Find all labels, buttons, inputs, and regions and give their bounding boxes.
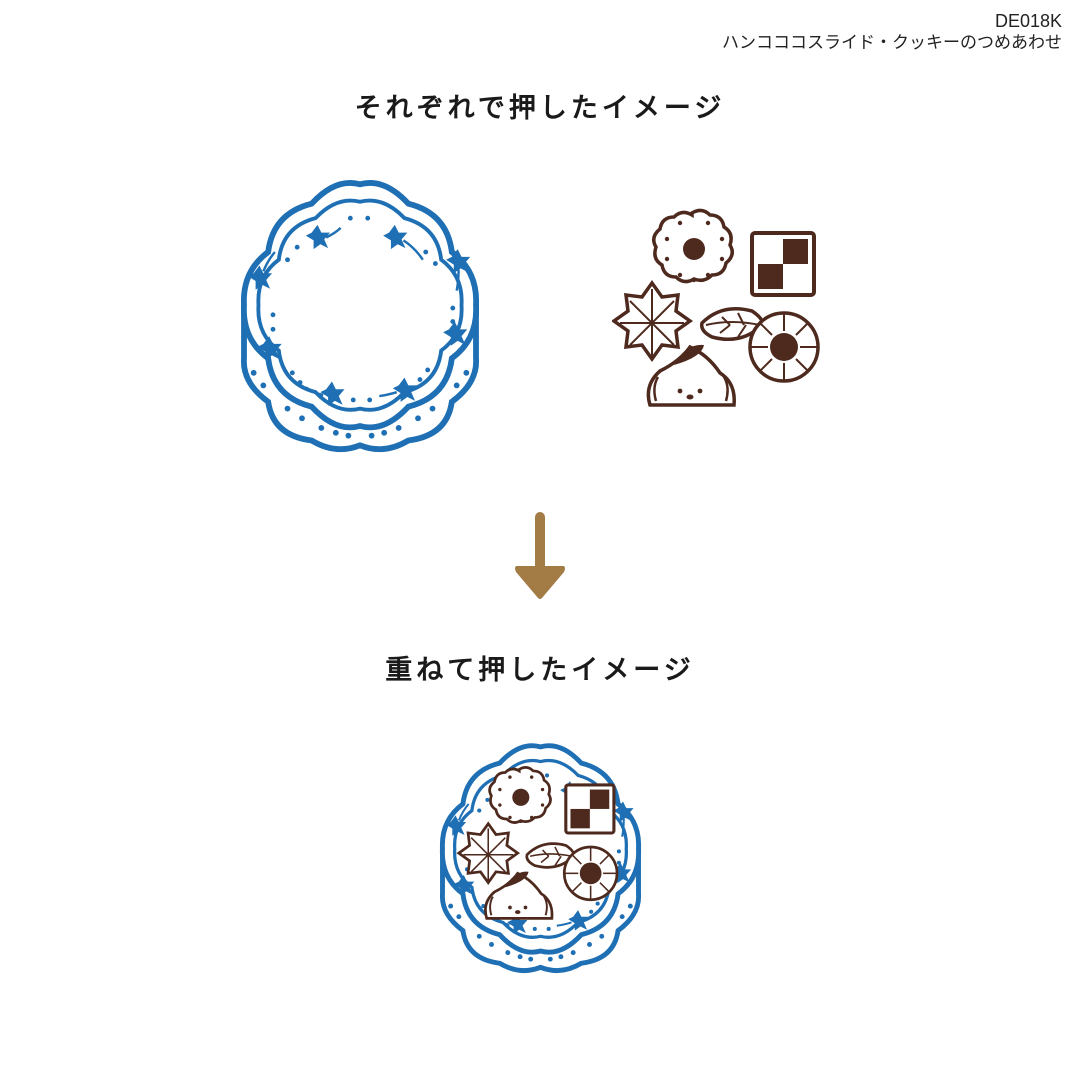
blue-scalloped-plate-icon: [215, 165, 505, 455]
plate-with-cookies-icon: [418, 722, 663, 984]
product-name: ハンコココスライド・クッキーのつめあわせ: [722, 33, 1062, 52]
down-arrow-icon: [515, 512, 565, 599]
product-code: DE018K: [994, 11, 1062, 31]
section-heading-separate: それぞれで押したイメージ: [354, 93, 726, 124]
section-heading-combined: 重ねて押したイメージ: [385, 655, 695, 686]
brown-assorted-cookies-icon: [612, 208, 820, 407]
product-label: DE018K ハンコココスライド・クッキーのつめあわせ: [722, 10, 1062, 54]
